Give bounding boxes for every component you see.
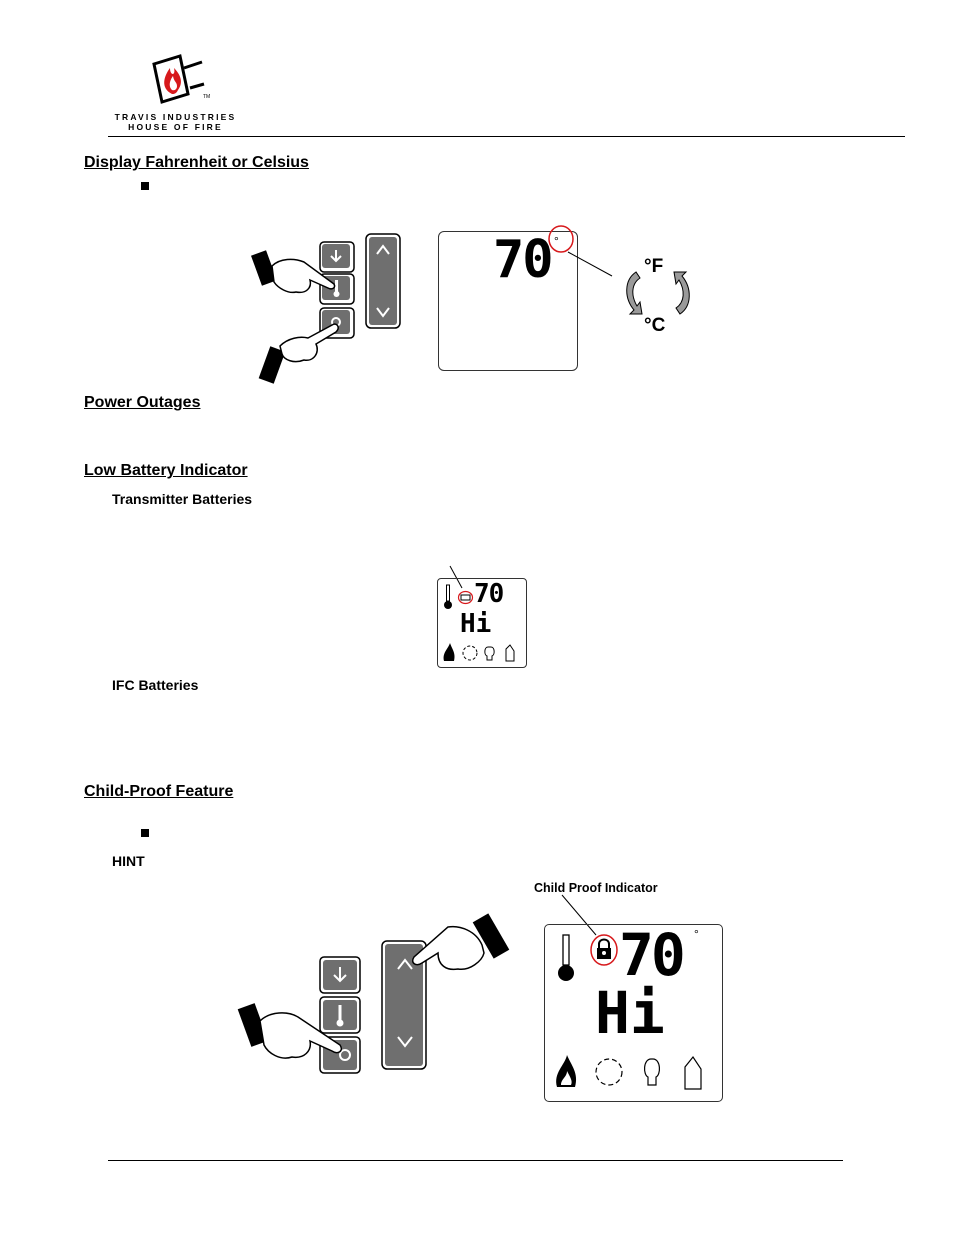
child-proof-callout: Child Proof Indicator <box>534 881 658 895</box>
fan-icon <box>462 645 478 661</box>
pointing-hand-icon <box>237 1003 343 1059</box>
remote-buttons-figure-2 <box>237 913 510 1074</box>
low-battery-icon <box>457 590 474 605</box>
bullet <box>141 182 149 190</box>
remote-buttons-figure <box>251 233 401 384</box>
celsius-label: °C <box>644 315 666 336</box>
callout-leader-line <box>567 251 613 277</box>
header-rule <box>108 136 905 137</box>
brand-tagline: HOUSE OF FIRE <box>128 122 223 132</box>
small-mode-readout: Hi <box>460 609 492 639</box>
fahrenheit-label: °F <box>644 256 664 277</box>
status-icons <box>556 1055 702 1090</box>
subheading-transmitter: Transmitter Batteries <box>112 491 253 507</box>
section-heading-battery: Low Battery Indicator <box>84 462 248 479</box>
logo: TM TRAVIS INDUSTRIES HOUSE OF FIRE <box>108 54 243 134</box>
lcd-display: 70 ° <box>438 225 578 371</box>
callout-leader-line <box>561 894 597 936</box>
brand-name: TRAVIS INDUSTRIES <box>114 112 237 122</box>
pointing-hand-icon <box>258 323 339 384</box>
large-temperature-readout: 70 <box>619 921 686 989</box>
callout-leader-line <box>449 565 463 589</box>
footer-rule <box>108 1160 843 1161</box>
status-icons <box>443 643 515 662</box>
temperature-readout: 70 <box>493 230 554 290</box>
large-mode-readout: Hi <box>595 979 665 1047</box>
pointing-hand-icon <box>411 913 510 971</box>
bullet <box>141 829 149 837</box>
degree-symbol: ° <box>554 234 559 248</box>
flame-logo-icon <box>152 54 205 104</box>
degree-symbol: ° <box>694 927 699 941</box>
highlight-circle-icon <box>548 225 574 253</box>
subheading-ifc: IFC Batteries <box>112 677 199 693</box>
lock-icon <box>590 934 618 966</box>
thermometer-icon <box>444 584 452 609</box>
small-lcd-display: 70 Hi <box>437 578 527 668</box>
cycle-arrows-icon <box>626 271 690 315</box>
flame-icon <box>443 643 455 661</box>
fan-icon <box>595 1058 623 1086</box>
large-lcd-display: 70 ° Hi <box>544 921 723 1102</box>
light-bulb-icon <box>644 1058 660 1086</box>
pointing-hand-icon <box>251 250 336 294</box>
hint-label: HINT <box>112 853 145 869</box>
light-bulb-icon <box>484 646 495 661</box>
house-icon <box>684 1055 702 1090</box>
section-heading-fahrenheit: Display Fahrenheit or Celsius <box>84 154 309 171</box>
small-temperature-readout: 70 <box>474 579 504 609</box>
thermometer-icon <box>558 934 574 981</box>
house-icon <box>505 644 515 662</box>
flame-icon <box>556 1055 577 1087</box>
section-heading-power: Power Outages <box>84 394 201 411</box>
trademark: TM <box>203 94 211 100</box>
section-heading-childproof: Child-Proof Feature <box>84 783 234 800</box>
